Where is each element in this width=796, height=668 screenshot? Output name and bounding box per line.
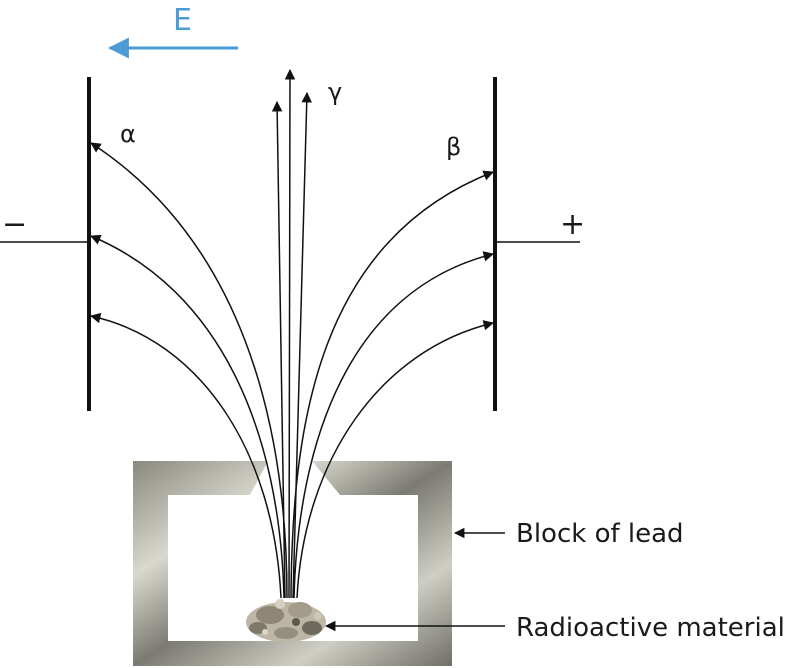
alpha-rays [89,142,288,599]
beta-label: β [446,133,461,161]
lead-block-shape [133,461,452,666]
material-label: Radioactive material [516,613,785,643]
beta-ray [293,251,495,599]
lead-block [133,461,452,666]
gamma-rays [271,68,312,599]
field-label: E [173,3,192,38]
radioactive-material [246,599,326,642]
alpha-ray [90,234,285,599]
negative-sign: − [2,207,27,242]
block-callout: Block of lead [453,519,684,549]
alpha-label: α [120,120,136,148]
alpha-ray [89,312,282,599]
beta-rays [290,170,495,599]
electric-field: E [107,3,238,59]
material-callout: Radioactive material [324,613,785,643]
positive-sign: + [560,207,585,242]
alpha-ray [90,142,288,599]
beta-ray [296,320,495,599]
gamma-ray [271,100,286,599]
gamma-ray [284,68,296,599]
gamma-ray [292,91,312,599]
gamma-label: γ [328,78,342,106]
beta-ray [290,170,494,599]
plates: − + [0,77,585,411]
block-label: Block of lead [516,519,684,549]
